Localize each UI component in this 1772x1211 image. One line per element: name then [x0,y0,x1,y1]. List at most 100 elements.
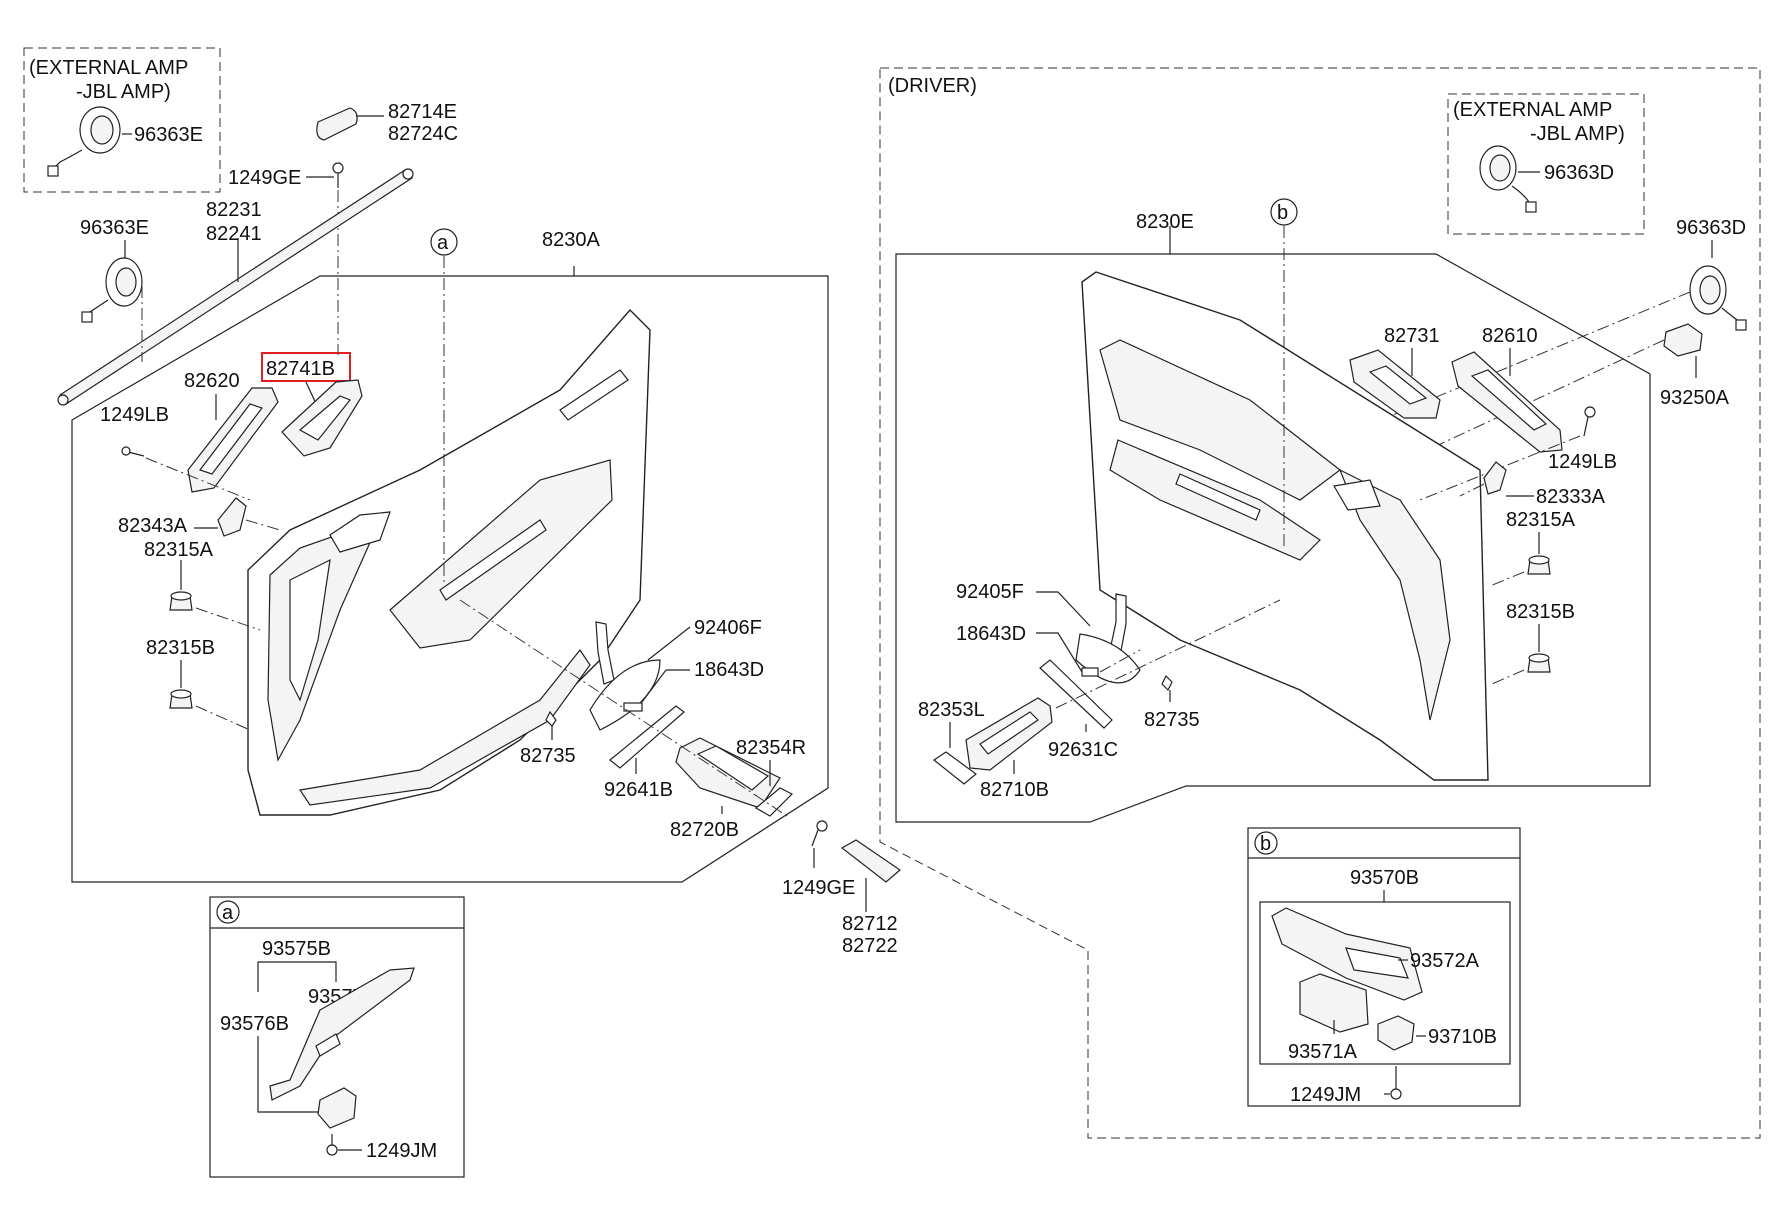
mirror-switch-icon [1377,1015,1415,1051]
lamp-lens-icon [589,659,661,731]
label-82241: 82241 [206,223,262,245]
door-pocket-icon [298,648,591,806]
clip-icon [1527,555,1551,575]
label-82315A-left: 82315A [144,539,214,561]
label-82720B: 82720B [670,819,739,841]
clip-icon [169,689,193,709]
label-82714E: 82714E [388,101,457,123]
label-1249GE-top: 1249GE [228,167,301,189]
driver-label: (DRIVER) [888,75,977,97]
right-panel-frame [895,253,1651,823]
label-82231: 82231 [206,199,262,221]
detail-b-badge-icon [1254,831,1278,855]
callout-a-icon [430,228,458,256]
jbl-speaker-icon [47,106,121,177]
door-handle-recess-icon [329,511,391,553]
label-8230E: 8230E [1136,211,1194,233]
label-93250A: 93250A [1660,387,1730,409]
label-1249JM-a: 1249JM [366,1140,437,1162]
left-jbl-line2: -JBL AMP) [76,81,171,103]
detail-b-box: b 93570B 93572A 93571A 93710B 1249JM [1247,827,1521,1107]
label-82724C: 82724C [388,123,458,145]
fastener-icon [1161,674,1173,692]
label-82315B-right: 82315B [1506,601,1575,623]
driver-handle-recess-icon [1333,479,1381,511]
label-18643D-left: 18643D [694,659,764,681]
detail-a-badge-icon [216,900,240,924]
lamp-bracket-icon [609,705,685,769]
label-93570B: 93570B [1350,867,1419,889]
bulb-icon [623,702,643,712]
label-82741B: 82741B [266,358,335,380]
label-96363D: 96363D [1676,217,1746,239]
label-82710B: 82710B [980,779,1049,801]
left-front-door-assembly: (EXTERNAL AMP -JBL AMP) 96363E 82714E 82… [23,47,901,957]
trim-cap-icon [316,107,358,141]
bracket-icon [1483,461,1507,495]
label-82735-right: 82735 [1144,709,1200,731]
label-93572A: 93572A [1410,950,1480,972]
label-82354R: 82354R [736,737,806,759]
screw-icon [1390,1066,1402,1100]
label-1249LB-right: 1249LB [1548,451,1617,473]
master-switch-bezel-icon [1271,907,1423,1001]
label-96363E: 96363E [80,217,149,239]
callout-b-icon [1270,198,1298,226]
jbl-speaker-icon [1479,145,1537,213]
detail-a-box: a 93575B 93577 93576B 1249JM [209,896,465,1178]
screw-icon [1583,406,1596,437]
driver-door-assembly: (DRIVER) (EXTERNAL AMP -JBL AMP) 96363D … [879,67,1761,1139]
left-jbl-amp-box [23,47,221,193]
label-92641B: 92641B [604,779,673,801]
label-82735-left: 82735 [520,745,576,767]
window-switch-icon [317,1087,357,1129]
right-jbl-line1: (EXTERNAL AMP [1453,99,1612,121]
label-93710B: 93710B [1428,1026,1497,1048]
label-82722: 82722 [842,935,898,957]
highlight-box-82741B [261,352,351,382]
switch-bezel-icon [269,967,415,1101]
label-82343A: 82343A [118,515,188,537]
screw-icon [811,820,828,847]
label-18643D-right: 18643D [956,623,1026,645]
label-8230A: 8230A [542,229,600,251]
label-82353L: 82353L [918,699,985,721]
right-jbl-line2: -JBL AMP) [1530,123,1625,145]
left-panel-frame [71,275,829,883]
right-jbl-amp-box [1447,93,1645,235]
label-92405F: 92405F [956,581,1024,603]
label-1249GE-bottom: 1249GE [782,877,855,899]
label-82620: 82620 [184,370,240,392]
end-cap-icon [840,839,901,883]
detail-a-badge: a [222,902,234,924]
clip-icon [169,591,193,611]
speaker-icon [1689,265,1747,331]
label-92406F: 92406F [694,617,762,639]
label-96363E-jbl: 96363E [134,124,203,146]
label-82731: 82731 [1384,325,1440,347]
label-1249LB-left: 1249LB [100,404,169,426]
label-82315A-right: 82315A [1506,509,1576,531]
label-82712: 82712 [842,913,898,935]
driver-dashed-frame [879,67,1761,1139]
label-93575B: 93575B [262,938,331,960]
screw-icon [326,1134,338,1156]
clip-icon [1527,653,1551,673]
left-jbl-line1: (EXTERNAL AMP [29,57,188,79]
label-93571A: 93571A [1288,1041,1358,1063]
label-82333A: 82333A [1536,486,1606,508]
label-93576B: 93576B [220,1013,289,1035]
speaker-icon [81,257,143,323]
driver-lamp-bracket-icon [1039,659,1113,729]
driver-switch-cover-icon [932,751,977,785]
label-96363D-jbl: 96363D [1544,162,1614,184]
detail-b-badge: b [1260,833,1271,855]
master-window-switch-icon [1299,973,1369,1033]
label-1249JM-b: 1249JM [1290,1084,1361,1106]
bracket-icon [217,497,247,537]
switch-cover-icon [754,787,794,817]
callout-b: b [1277,202,1288,224]
label-82315B-left: 82315B [146,637,215,659]
label-92631C: 92631C [1048,739,1118,761]
